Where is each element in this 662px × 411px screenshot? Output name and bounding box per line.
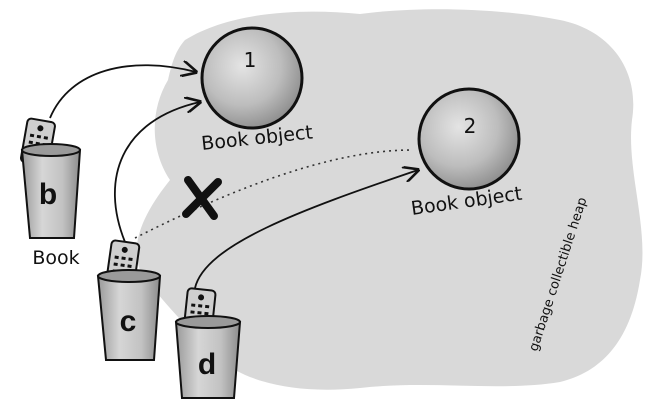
cup-icon (96, 269, 162, 361)
reference-c: c (96, 239, 162, 361)
reference-b-name: b (39, 178, 57, 211)
cup-icon (20, 143, 82, 239)
reference-c-name: c (120, 305, 137, 338)
object-2-number: 2 (464, 114, 477, 138)
x-mark-icon (182, 176, 222, 220)
reference-c-old-arrow-dotted (134, 149, 413, 239)
reference-d: d (174, 287, 242, 399)
reference-d-arrow (194, 170, 418, 289)
reference-b: b Book (19, 117, 82, 269)
reference-d-name: d (198, 348, 216, 381)
reference-b-arrow (49, 65, 196, 119)
object-1-number: 1 (244, 48, 257, 72)
cup-icon (174, 315, 242, 399)
reference-b-type-label: Book (32, 247, 79, 269)
reference-c-arrow (113, 102, 200, 243)
object-2-sphere (417, 87, 521, 191)
object-1-sphere (200, 26, 304, 130)
